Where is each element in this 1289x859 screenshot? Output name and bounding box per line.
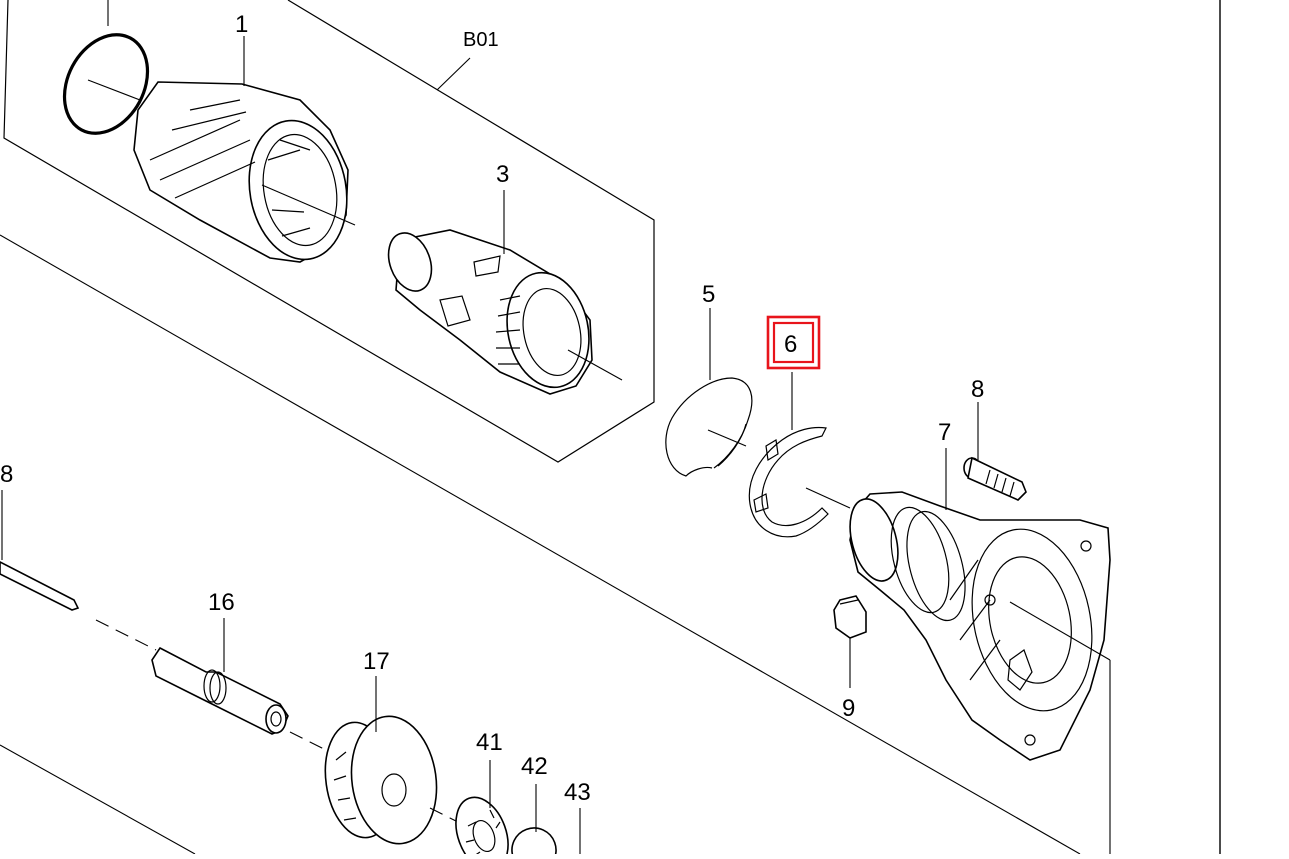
- highlight-box-outer: [766, 315, 821, 370]
- part-5-retaining-ring: [665, 308, 753, 477]
- callout-17: 17: [363, 648, 390, 675]
- part-8-screw: [963, 402, 1027, 501]
- callout-8-screw: 8: [971, 376, 984, 403]
- callout-43: 43: [564, 779, 591, 806]
- o-ring: [62, 0, 150, 135]
- part-1-sleeve: [133, 36, 356, 263]
- part-8-rod: [0, 490, 157, 651]
- callout-3: 3: [496, 161, 509, 188]
- callout-9: 9: [842, 695, 855, 722]
- assembly-group-box: [3, 0, 655, 463]
- group-label: B01: [463, 29, 499, 51]
- callout-5: 5: [702, 281, 715, 308]
- part-7-gear-housing: [849, 448, 1111, 854]
- part-6-clip-ring: [748, 372, 851, 538]
- callout-16: 16: [208, 589, 235, 616]
- part-3-chuck-adapter: [387, 190, 623, 395]
- group-label-leader: [436, 57, 471, 91]
- callout-41: 41: [476, 729, 503, 756]
- callout-1: 1: [235, 11, 248, 38]
- part-9-pad: [833, 595, 867, 688]
- part-41-washer: [455, 760, 509, 859]
- callout-42: 42: [521, 753, 548, 780]
- guide-line-upper: [0, 234, 1081, 855]
- part-42-washer: [511, 784, 557, 859]
- guide-line-lower: [0, 744, 196, 855]
- part-16-shaft: [151, 618, 331, 753]
- callout-7: 7: [938, 419, 951, 446]
- callout-6: 6: [784, 331, 797, 358]
- part-17-gear: [324, 676, 467, 845]
- highlight-box-inner: [772, 321, 815, 364]
- callout-8-rod: 8: [0, 461, 13, 488]
